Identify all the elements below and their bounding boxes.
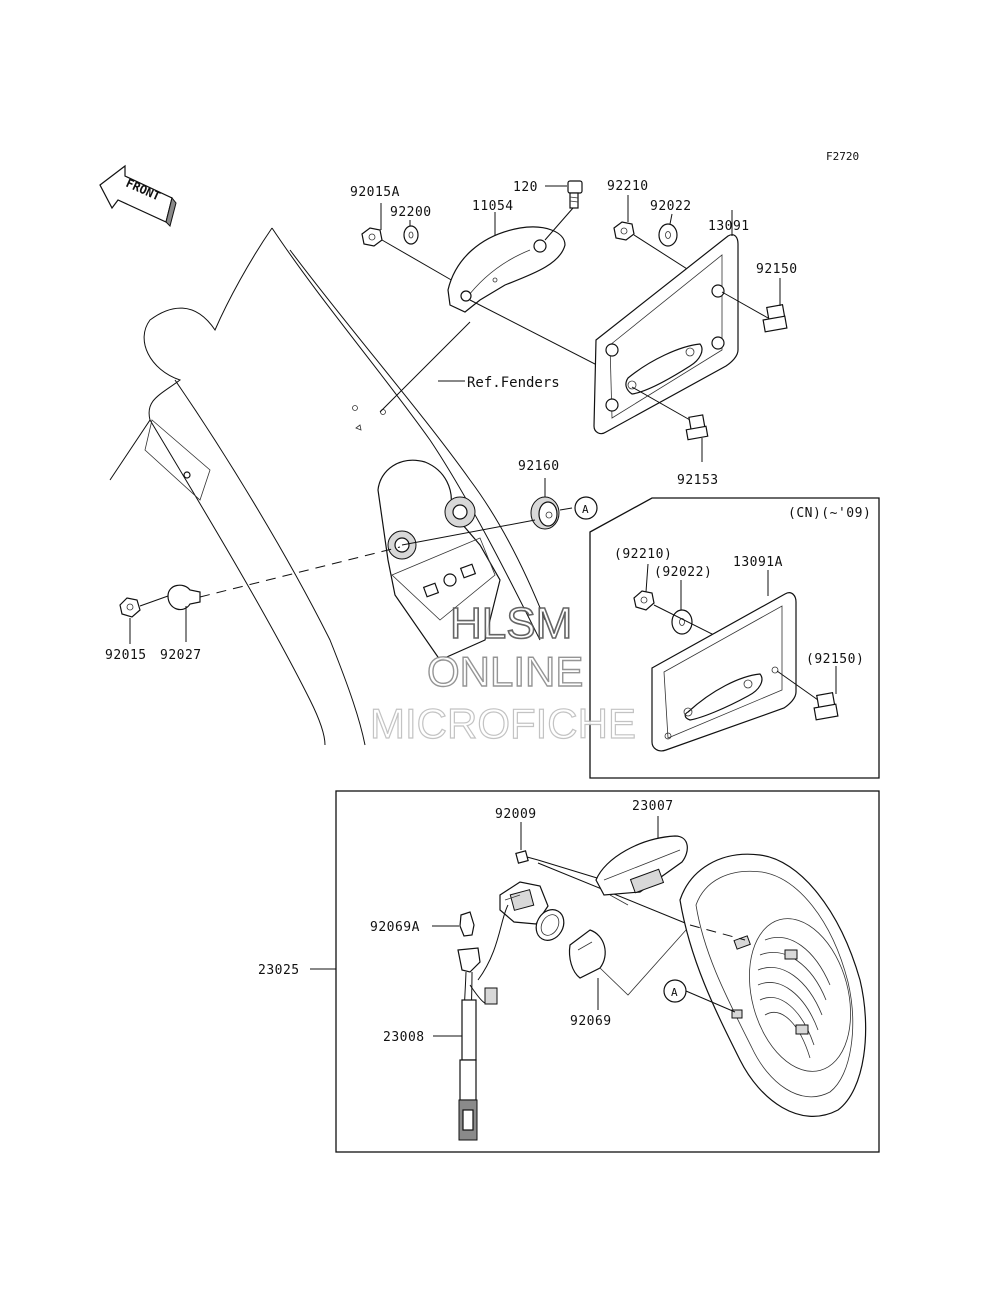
label-92015a: 92015A <box>350 185 400 200</box>
rear-fender <box>109 227 546 746</box>
label-92009: 92009 <box>495 807 537 822</box>
svg-text:A: A <box>582 503 589 516</box>
grommet-92160 <box>530 496 560 530</box>
label-92022: 92022 <box>650 199 692 214</box>
label-92150-alt: (92150) <box>806 652 864 667</box>
label-92150: 92150 <box>756 262 798 277</box>
nut-92015 <box>119 597 141 618</box>
svg-text:A: A <box>671 986 678 999</box>
label-92027: 92027 <box>160 648 202 663</box>
label-11054: 11054 <box>472 199 514 214</box>
watermark-line2: ONLINE <box>427 648 583 695</box>
bracket-11054 <box>447 226 566 313</box>
label-13091: 13091 <box>708 219 750 234</box>
washer-92022 <box>658 223 678 247</box>
label-120: 120 <box>513 180 538 195</box>
bolt-120 <box>567 180 583 209</box>
label-13091a: 13091A <box>733 555 783 570</box>
label-92153: 92153 <box>677 473 719 488</box>
front-arrow-icon: FRONT <box>99 164 177 227</box>
label-23025: 23025 <box>258 963 300 978</box>
plate-13091 <box>593 234 739 435</box>
bolt-92153 <box>631 386 709 441</box>
inset-top-note: (CN)(~'09) <box>788 506 871 521</box>
watermark-line1: HLSM <box>450 599 572 648</box>
callout-a-bottom: A <box>663 979 687 1003</box>
label-92022-alt: (92022) <box>654 565 712 580</box>
label-23008: 23008 <box>383 1030 425 1045</box>
washer-92200 <box>403 225 419 245</box>
label-92210-alt: (92210) <box>614 547 672 562</box>
label-23007: 23007 <box>632 799 674 814</box>
inset-cn-09: (CN)(~'09) (92210) (92022) 13091A (92150… <box>589 497 880 779</box>
watermark: HLSM ONLINE MICROFICHE <box>369 598 636 747</box>
nut-92210 <box>613 221 635 241</box>
harness-23008 <box>457 904 509 1141</box>
label-92069: 92069 <box>570 1014 612 1029</box>
watermark-line3: MICROFICHE <box>370 700 636 747</box>
callout-a-top: A <box>574 496 598 520</box>
nut-92015a <box>361 227 383 247</box>
label-92069a: 92069A <box>370 920 420 935</box>
label-92015: 92015 <box>105 648 147 663</box>
label-92200: 92200 <box>390 205 432 220</box>
stud-92027 <box>167 584 201 611</box>
diagram-code: F2720 <box>826 150 859 163</box>
tail-light-box: 23025 92009 23007 A <box>258 790 880 1153</box>
label-92160: 92160 <box>518 459 560 474</box>
bolt-92150 <box>721 291 788 333</box>
ref-fenders-label: Ref.Fenders <box>467 375 560 391</box>
label-92210: 92210 <box>607 179 649 194</box>
